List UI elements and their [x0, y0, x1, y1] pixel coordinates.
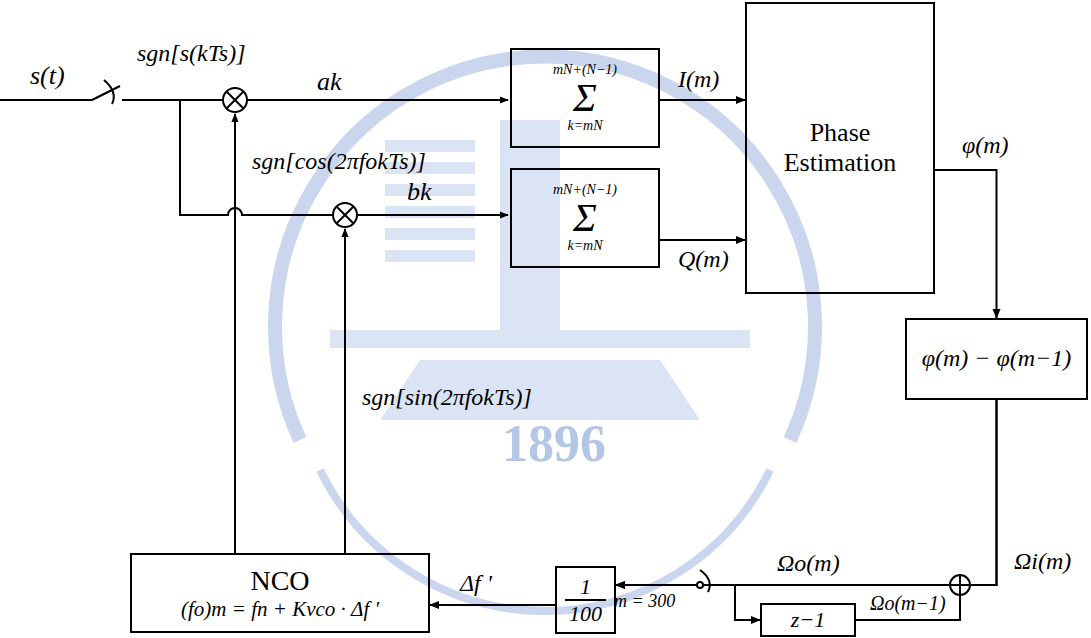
signal-connector — [735, 400, 997, 620]
summation-box: mN+(N−1)Σk=mN — [510, 168, 660, 268]
node-text: mN+(N−1) — [553, 182, 617, 198]
multiplier-symbol — [333, 203, 357, 227]
edge-label: φ(m) — [960, 132, 1011, 158]
node-text: Σ — [573, 78, 597, 118]
watermark-text: 1896 — [500, 415, 608, 472]
signal-name: ak — [315, 68, 344, 97]
nco-box: NCO(fo)m = fn + Kvco · Δf ' — [130, 553, 430, 633]
signal-connector — [660, 239, 745, 241]
node-text: k=mN — [567, 118, 602, 134]
sampler-arrow — [104, 80, 114, 104]
multiplier-symbol — [223, 88, 247, 112]
scale-box: 1100 — [555, 566, 616, 634]
edge-label: Q(m) — [676, 246, 731, 272]
sampler-switch — [92, 86, 120, 100]
node-text: z−1 — [791, 607, 825, 632]
delay-box: z−1 — [760, 603, 856, 637]
node-text: mN+(N−1) — [553, 62, 617, 78]
summation-box: mN+(N−1)Σk=mN — [510, 48, 660, 148]
signal-name: Ωi(m) — [1012, 548, 1073, 574]
watermark-ring — [275, 57, 815, 440]
node-text: 100 — [565, 599, 606, 626]
phase-estimation-box: Phase Estimation — [745, 2, 935, 294]
cos-wire — [234, 114, 236, 555]
signal-connector — [430, 604, 555, 606]
node-text: Phase Estimation — [755, 118, 925, 178]
watermark-ring — [320, 470, 770, 611]
node-text: 1 — [576, 574, 595, 599]
signal-name: sgn[s(kTs)] — [135, 40, 247, 66]
signal-name: Ωo(m−1) — [868, 592, 948, 614]
input-wire — [0, 99, 92, 101]
node-text: (fo)m = fn + Kvco · Δf ' — [181, 597, 379, 621]
bk-wire — [357, 214, 508, 216]
adder-symbol — [950, 575, 970, 595]
node-text: Σ — [573, 198, 597, 238]
node-text: NCO — [250, 565, 309, 597]
sample-switch — [697, 570, 710, 592]
signal-name: bk — [405, 178, 434, 207]
signal-name: s(t) — [28, 62, 67, 91]
difference-box: φ(m) − φ(m−1) — [905, 318, 1088, 400]
sin-wire — [344, 229, 346, 555]
signal-name: sgn[sin(2πfokTs)] — [360, 384, 534, 410]
node-text: k=mN — [567, 238, 602, 254]
node-text: φ(m) − φ(m−1) — [922, 345, 1072, 373]
signal-connector — [616, 400, 997, 585]
sample-wire — [122, 99, 223, 101]
ak-wire — [247, 99, 508, 101]
signal-connector — [935, 170, 997, 318]
switch-note: m = 300 — [612, 592, 677, 612]
edge-label: I(m) — [676, 66, 721, 92]
signal-connector — [660, 99, 745, 101]
signal-name: sgn[cos(2πfokTs)] — [250, 148, 428, 174]
signal-name: Ωo(m) — [775, 550, 842, 576]
edge-label: Δf ' — [458, 570, 494, 596]
